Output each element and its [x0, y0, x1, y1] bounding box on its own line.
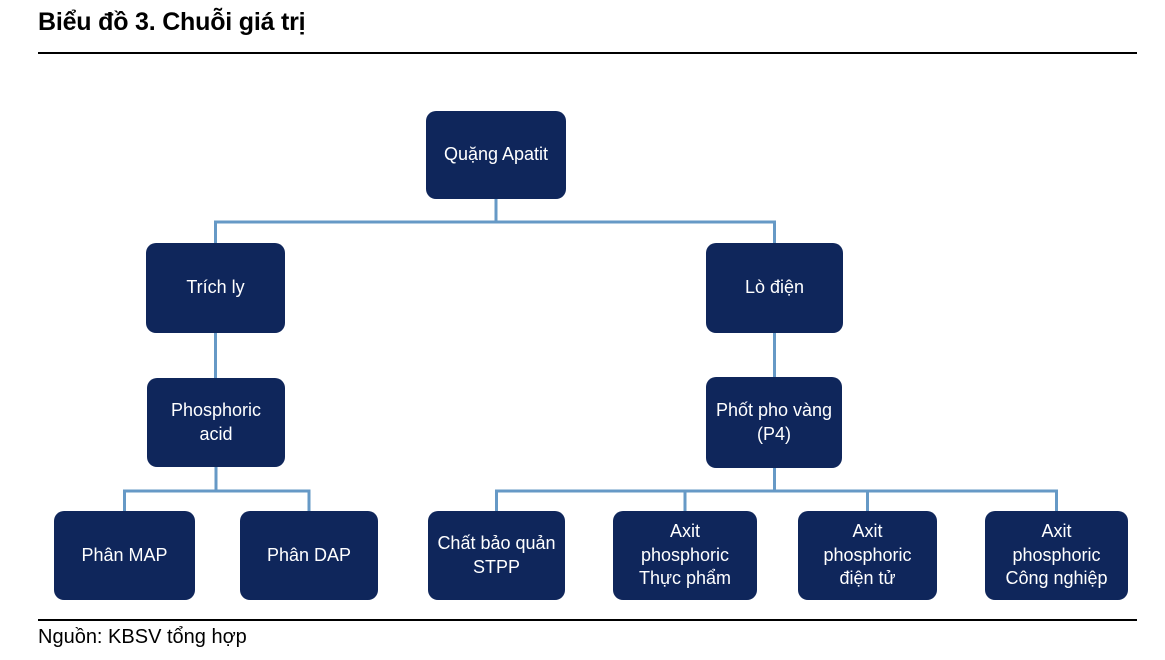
- figure-title: Biểu đồ 3. Chuỗi giá trị: [38, 8, 306, 36]
- source-note: Nguồn: KBSV tổng hợp: [38, 626, 247, 648]
- source-divider: [38, 619, 1137, 621]
- node-phot-pho-vang: Phốt pho vàng (P4): [706, 377, 842, 468]
- title-divider: [38, 52, 1137, 54]
- node-phosphoric-acid: Phosphoric acid: [147, 378, 285, 467]
- node-trich-ly: Trích ly: [146, 243, 285, 333]
- node-axit-phosphoric-thuc-pham: Axit phosphoric Thực phẩm: [613, 511, 757, 600]
- node-axit-phosphoric-cong-nghiep: Axit phosphoric Công nghiệp: [985, 511, 1128, 600]
- node-phan-dap: Phân DAP: [240, 511, 378, 600]
- node-quang-apatit: Quặng Apatit: [426, 111, 566, 199]
- node-phan-map: Phân MAP: [54, 511, 195, 600]
- node-chat-bao-quan-stpp: Chất bảo quản STPP: [428, 511, 565, 600]
- node-axit-phosphoric-dien-tu: Axit phosphoric điện tử: [798, 511, 937, 600]
- node-lo-dien: Lò điện: [706, 243, 843, 333]
